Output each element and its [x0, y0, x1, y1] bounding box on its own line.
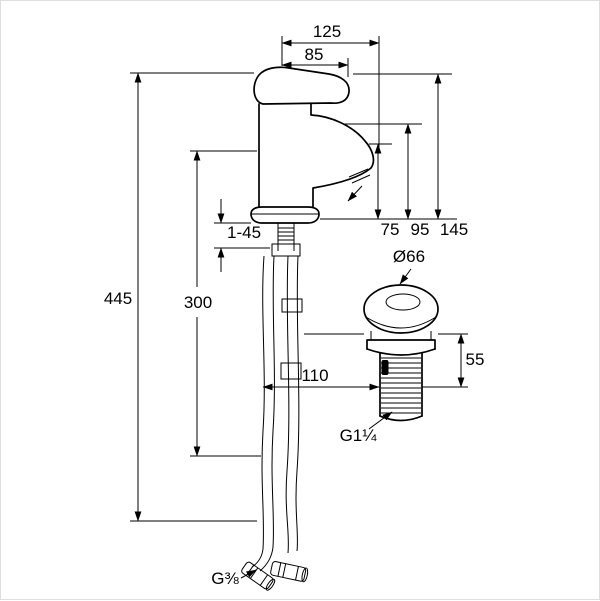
dim-drain-depth: 55 [304, 333, 485, 388]
dim-hose-drop-label: 300 [184, 293, 212, 312]
hose-sleeve [280, 362, 302, 380]
flow-direction-arrow [347, 185, 363, 202]
dim-drain-diameter-label: Ø66 [393, 247, 425, 266]
dim-clamp-range-label: 1-45 [227, 223, 261, 242]
dim-width-overall-label: 125 [313, 22, 341, 41]
dim-clamp-range: 1-45 [214, 199, 270, 272]
mounting-shank [271, 223, 301, 257]
supply-thread-callout: G⅜ [211, 569, 257, 588]
faucet-aerator [348, 168, 371, 184]
dim-hose-drop: 300 [184, 150, 261, 457]
supply-thread-label: G⅜ [211, 569, 239, 588]
dim-total-height-label: 145 [440, 220, 468, 239]
faucet-body [258, 103, 375, 208]
dim-drain-offset: 110 [262, 366, 380, 391]
drain-dome [363, 284, 439, 334]
drain-overflow-slot [381, 360, 389, 375]
hose-clip [281, 298, 303, 313]
dim-drain-diameter: Ø66 [393, 247, 425, 285]
faucet-lever [253, 66, 350, 105]
dim-drain-offset-label: 110 [301, 366, 328, 385]
dim-heights-right: 75 95 145 [320, 73, 468, 239]
dim-spout-height-label: 75 [381, 220, 400, 239]
drain-threaded-body [379, 352, 423, 422]
dim-width-lever: 85 [281, 45, 349, 77]
faucet-base-flange [250, 206, 320, 224]
drain-flange [366, 331, 436, 356]
dim-body-height-label: 95 [411, 220, 430, 239]
dim-overall-height-label: 445 [104, 289, 132, 308]
dim-overall-height: 445 [104, 72, 257, 522]
drain-thread-label: G1¼ [340, 426, 378, 445]
supply-hoses [251, 255, 303, 572]
drain-thread-callout: G1¼ [340, 411, 393, 445]
dim-width-lever-label: 85 [305, 45, 324, 64]
dim-drain-depth-label: 55 [466, 350, 485, 369]
dim-width-overall: 125 [281, 22, 380, 149]
supply-connectors [241, 561, 309, 591]
